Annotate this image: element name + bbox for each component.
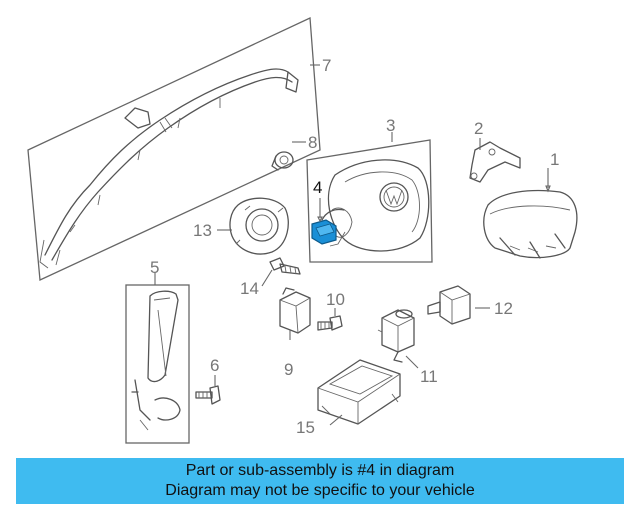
banner-line-part-number: Part or sub-assembly is #4 in diagram [185, 462, 455, 479]
callout-numbers: 1 2 3 4 5 6 7 8 9 10 11 12 13 14 15 [150, 56, 559, 437]
callout-12: 12 [494, 299, 513, 318]
parts-diagram: 1 2 3 4 5 6 7 8 9 10 11 12 13 14 15 [27, 17, 578, 444]
part-13-clockspring [229, 197, 289, 255]
callout-10: 10 [326, 290, 345, 309]
callout-6: 6 [210, 356, 219, 375]
callout-2: 2 [474, 119, 483, 138]
part-11-sensor [377, 309, 415, 363]
part-2-bracket [469, 141, 521, 183]
part-10-screw [317, 315, 343, 331]
part-4-highlighted-connector [311, 208, 345, 245]
part-8-grommet [271, 151, 294, 171]
callout-15: 15 [296, 418, 315, 437]
part-7-curtain-airbag [27, 17, 321, 281]
callout-7: 7 [322, 56, 331, 75]
part-3-driver-airbag [306, 139, 433, 263]
part-12-sensor [427, 285, 471, 325]
callout-3: 3 [386, 116, 395, 135]
info-banner: Part or sub-assembly is #4 in diagram Di… [16, 458, 624, 504]
leader-lines [154, 64, 551, 426]
callout-13: 13 [193, 221, 212, 240]
part-9-sensor [279, 287, 311, 334]
callout-1: 1 [550, 150, 559, 169]
callout-4: 4 [313, 178, 322, 197]
callout-11: 11 [420, 367, 438, 386]
part-1-passenger-airbag [483, 189, 578, 259]
callout-9: 9 [284, 360, 293, 379]
callout-5: 5 [150, 258, 159, 277]
callout-8: 8 [308, 133, 317, 152]
banner-line-disclaimer: Diagram may not be specific to your vehi… [165, 482, 475, 499]
part-5-side-airbag [125, 284, 190, 444]
callout-14: 14 [240, 279, 259, 298]
part-14-bolt [269, 257, 301, 275]
part-15-control-module [317, 359, 401, 425]
part-6-bolt [195, 385, 221, 405]
